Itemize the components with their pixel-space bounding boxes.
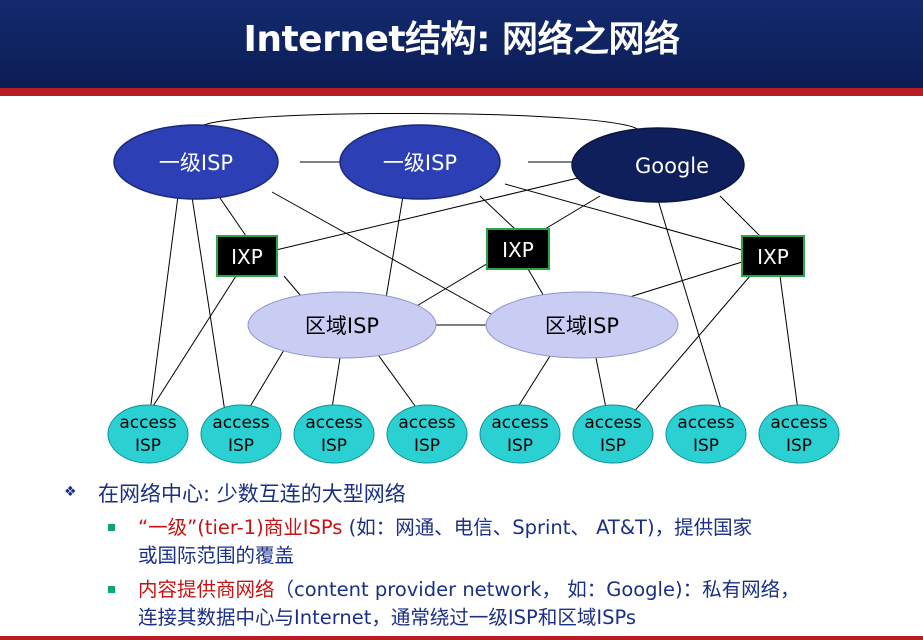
bullet-content-line1: 内容提供商网络（content provider network， 如：Goog… (138, 576, 800, 604)
bullet-tier1-rest: (如：网通、电信、Sprint、 AT&T)，提供国家 (342, 516, 753, 539)
regional-isp-right (485, 291, 679, 359)
access-isp-4-line2: ISP (414, 436, 440, 456)
access-isp-5: access ISP (479, 404, 561, 464)
title-bar (0, 0, 923, 88)
ixp-left (216, 235, 278, 277)
access-isp-5-line1: access (491, 413, 548, 433)
link-t1l-ixp1 (219, 197, 247, 237)
regional-isp-left (247, 291, 437, 359)
access-isp-3-line2: ISP (321, 436, 347, 456)
ixp-mid (486, 228, 550, 270)
link-google-ixp1 (275, 177, 579, 251)
link-t1l-reg2 (271, 191, 499, 319)
bullet-main-text: 在网络中心: 少数互连的大型网络 (98, 482, 406, 506)
link-t1l-acc1 (149, 195, 179, 413)
tier1-isp-left (113, 124, 279, 200)
access-isp-2: access ISP (200, 404, 282, 464)
link-t1m-ixp2 (479, 195, 517, 231)
link-ixp1-acc1 (147, 275, 237, 415)
link-t1m-reg1 (385, 195, 404, 299)
link-reg1-acc2 (247, 349, 285, 411)
square-bullet-icon (108, 586, 115, 593)
access-isp-3: access ISP (293, 404, 375, 464)
link-ixp3-acc6 (631, 275, 751, 415)
access-isp-6: access ISP (572, 404, 654, 464)
bullet-content-highlight: 内容提供商网络 (138, 578, 275, 601)
link-reg2-acc6 (595, 357, 607, 409)
bullet-tier1-line1: “一级”(tier-1)商业ISPs (如：网通、电信、Sprint、 AT&T… (138, 514, 752, 542)
bullet-content-line2: 连接其数据中心与Internet，通常绕过一级ISP和区域ISPs (138, 606, 637, 629)
access-isp-7-line1: access (677, 413, 734, 433)
google-label: Google (635, 154, 709, 178)
link-reg1-acc4 (375, 351, 419, 411)
access-isp-2-line2: ISP (228, 436, 254, 456)
link-t1l-acc2 (191, 196, 226, 413)
link-tier1-google-top (199, 112, 641, 133)
ixp-left-label: IXP (231, 245, 263, 269)
access-isp-8-line2: ISP (786, 436, 812, 456)
bullet-content-rest: （content provider network， 如：Google)：私有网… (274, 578, 800, 601)
google-network (571, 127, 745, 203)
link-ixp2-reg2 (527, 268, 546, 299)
access-isp-7-line2: ISP (693, 436, 719, 456)
network-diagram: 一级ISP 一级ISP Google IXP IXP IXP 区域ISP 区域I… (107, 112, 840, 464)
link-t1m-ixp3 (504, 183, 743, 251)
link-ixp3-acc8 (779, 275, 799, 411)
link-reg2-acc5 (515, 355, 551, 411)
ixp-mid-label: IXP (502, 238, 534, 262)
link-google-ixp3 (719, 195, 761, 237)
access-isp-5-line2: ISP (507, 436, 533, 456)
access-isp-8-line1: access (770, 413, 827, 433)
access-isp-3-line1: access (305, 413, 362, 433)
tier1-isp-mid-label: 一级ISP (383, 151, 457, 175)
links (147, 112, 799, 415)
access-isp-6-line1: access (584, 413, 641, 433)
regional-isp-left-label: 区域ISP (305, 314, 379, 338)
slide-title: Internet结构: 网络之网络 (243, 19, 680, 60)
tier1-isp-left-label: 一级ISP (159, 151, 233, 175)
access-isp-8: access ISP (758, 404, 840, 464)
access-isp-4-line1: access (398, 413, 455, 433)
access-isp-1-line2: ISP (135, 436, 161, 456)
access-isp-1-line1: access (119, 413, 176, 433)
link-google-acc7 (657, 199, 723, 413)
bullet-tier1-highlight: “一级”(tier-1)商业ISPs (138, 516, 343, 539)
ixp-right-label: IXP (757, 245, 789, 269)
title-accent-line (0, 88, 923, 96)
access-isp-4: access ISP (386, 404, 468, 464)
link-reg1-acc3 (331, 357, 341, 409)
access-isp-7: access ISP (665, 404, 747, 464)
bottom-accent-line (0, 636, 923, 640)
link-ixp3-reg2 (619, 261, 743, 301)
access-isp-2-line1: access (212, 413, 269, 433)
ixp-right (741, 235, 805, 277)
diamond-bullet-icon: ❖ (64, 484, 77, 500)
tier1-isp-mid (339, 124, 501, 200)
bullet-tier1-line2: 或国际范围的覆盖 (138, 544, 295, 567)
access-isp-1: access ISP (107, 404, 189, 464)
square-bullet-icon (108, 524, 115, 531)
access-isp-6-line2: ISP (600, 436, 626, 456)
regional-isp-right-label: 区域ISP (545, 314, 619, 338)
